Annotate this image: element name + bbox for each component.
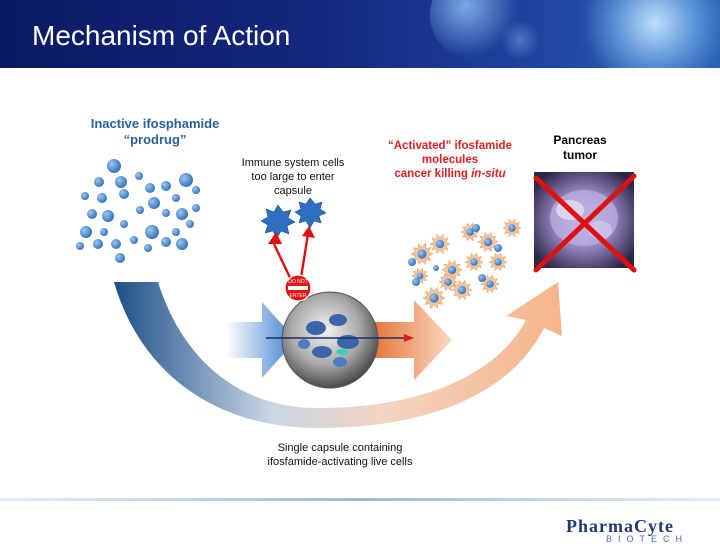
prodrug-molecules xyxy=(76,159,200,263)
molecule-dot xyxy=(478,274,486,282)
capsule-label: Single capsule containing ifosfamide-act… xyxy=(230,441,450,469)
label-line: too large to enter xyxy=(251,171,335,183)
molecule-dot xyxy=(186,220,194,228)
molecule-dot xyxy=(162,209,170,217)
molecule-dot xyxy=(107,159,121,173)
molecule-dot xyxy=(111,239,121,249)
label-line: Immune system cells xyxy=(241,157,345,169)
molecule-dot xyxy=(179,173,193,187)
label-line: capsule xyxy=(274,185,312,197)
label-line: Single capsule containing xyxy=(277,442,403,454)
molecule-dot xyxy=(100,228,108,236)
molecule-dot xyxy=(115,253,125,263)
molecule-dot xyxy=(97,193,107,203)
molecule-dot xyxy=(102,210,114,222)
do-not-enter-icon: DO NOT ENTER xyxy=(284,274,312,302)
molecule-dot xyxy=(176,238,188,250)
molecule-dot xyxy=(429,293,439,303)
molecule-dot xyxy=(94,177,104,187)
cross-icon xyxy=(533,173,637,273)
label-text: cancer killing xyxy=(394,168,468,180)
molecule-dot xyxy=(87,209,97,219)
molecule-dot xyxy=(136,206,144,214)
label-line: tumor xyxy=(563,148,597,162)
molecule-dot xyxy=(145,225,159,239)
pancreas-label: Pancreas tumor xyxy=(535,133,625,163)
cell-graphic xyxy=(570,0,720,68)
molecule-dot xyxy=(76,242,84,250)
molecule-dot xyxy=(412,278,420,286)
label-line: “Activated” ifosfamide xyxy=(388,140,512,152)
molecule-dot xyxy=(145,183,155,193)
sign-text: DO NOT xyxy=(288,279,307,285)
molecule-dot xyxy=(444,278,452,286)
molecule-dot xyxy=(447,265,457,275)
immune-cell-icon xyxy=(260,204,296,239)
label-emphasis: in-situ xyxy=(471,168,506,180)
molecule-dot xyxy=(80,226,92,238)
molecule-dot xyxy=(115,176,127,188)
molecule-dot xyxy=(433,265,439,271)
molecule-dot xyxy=(192,186,200,194)
capsule-graphic xyxy=(266,291,414,389)
molecule-dot xyxy=(172,228,180,236)
immune-cell-icon xyxy=(294,197,327,229)
molecule-dot xyxy=(483,237,493,247)
label-line: cancer killing in-situ xyxy=(370,167,530,181)
activated-label: “Activated” ifosfamide molecules cancer … xyxy=(370,139,530,181)
company-logo-subtitle: BIOTECH xyxy=(606,534,689,544)
molecule-dot xyxy=(470,258,478,266)
label-line: molecules xyxy=(421,154,479,166)
molecule-dot xyxy=(93,239,103,249)
molecule-dot xyxy=(119,189,129,199)
page-title: Mechanism of Action xyxy=(32,20,291,51)
molecule-dot xyxy=(494,258,502,266)
molecule-dot xyxy=(81,192,89,200)
molecule-dot xyxy=(508,224,516,232)
molecule-dot xyxy=(161,237,171,247)
immune-label: Immune system cells too large to enter c… xyxy=(228,156,358,198)
molecule-dot xyxy=(176,208,188,220)
molecule-dot xyxy=(172,194,180,202)
molecule-dot xyxy=(408,258,416,266)
molecule-dot xyxy=(144,244,152,252)
molecule-dot xyxy=(466,228,474,236)
molecule-dot xyxy=(435,239,445,249)
label-line: Pancreas xyxy=(553,133,607,147)
sign-text: ENTER xyxy=(290,293,307,299)
molecule-dot xyxy=(457,285,467,295)
molecule-dot xyxy=(192,204,200,212)
footer-divider xyxy=(0,498,720,501)
company-logo: PharmaCyte xyxy=(566,516,674,536)
molecule-dot xyxy=(120,220,128,228)
molecule-dot xyxy=(494,244,502,252)
prodrug-label: Inactive ifosphamide “prodrug” xyxy=(70,116,240,148)
cell-graphic xyxy=(500,20,540,60)
label-line: “prodrug” xyxy=(123,132,187,147)
molecule-dot xyxy=(148,197,160,209)
molecule-dot xyxy=(130,236,138,244)
molecule-dot xyxy=(486,280,494,288)
activated-molecules xyxy=(408,218,522,310)
blue-arrow xyxy=(226,302,296,378)
molecule-dot xyxy=(161,181,171,191)
header-banner: Mechanism of Action xyxy=(0,0,720,68)
molecule-dot xyxy=(472,224,480,232)
label-line: ifosfamide-activating live cells xyxy=(267,456,413,468)
molecule-dot xyxy=(417,249,427,259)
process-arc xyxy=(114,282,562,428)
label-line: Inactive ifosphamide xyxy=(90,116,220,131)
molecule-dot xyxy=(416,272,424,280)
molecule-dot xyxy=(135,172,143,180)
